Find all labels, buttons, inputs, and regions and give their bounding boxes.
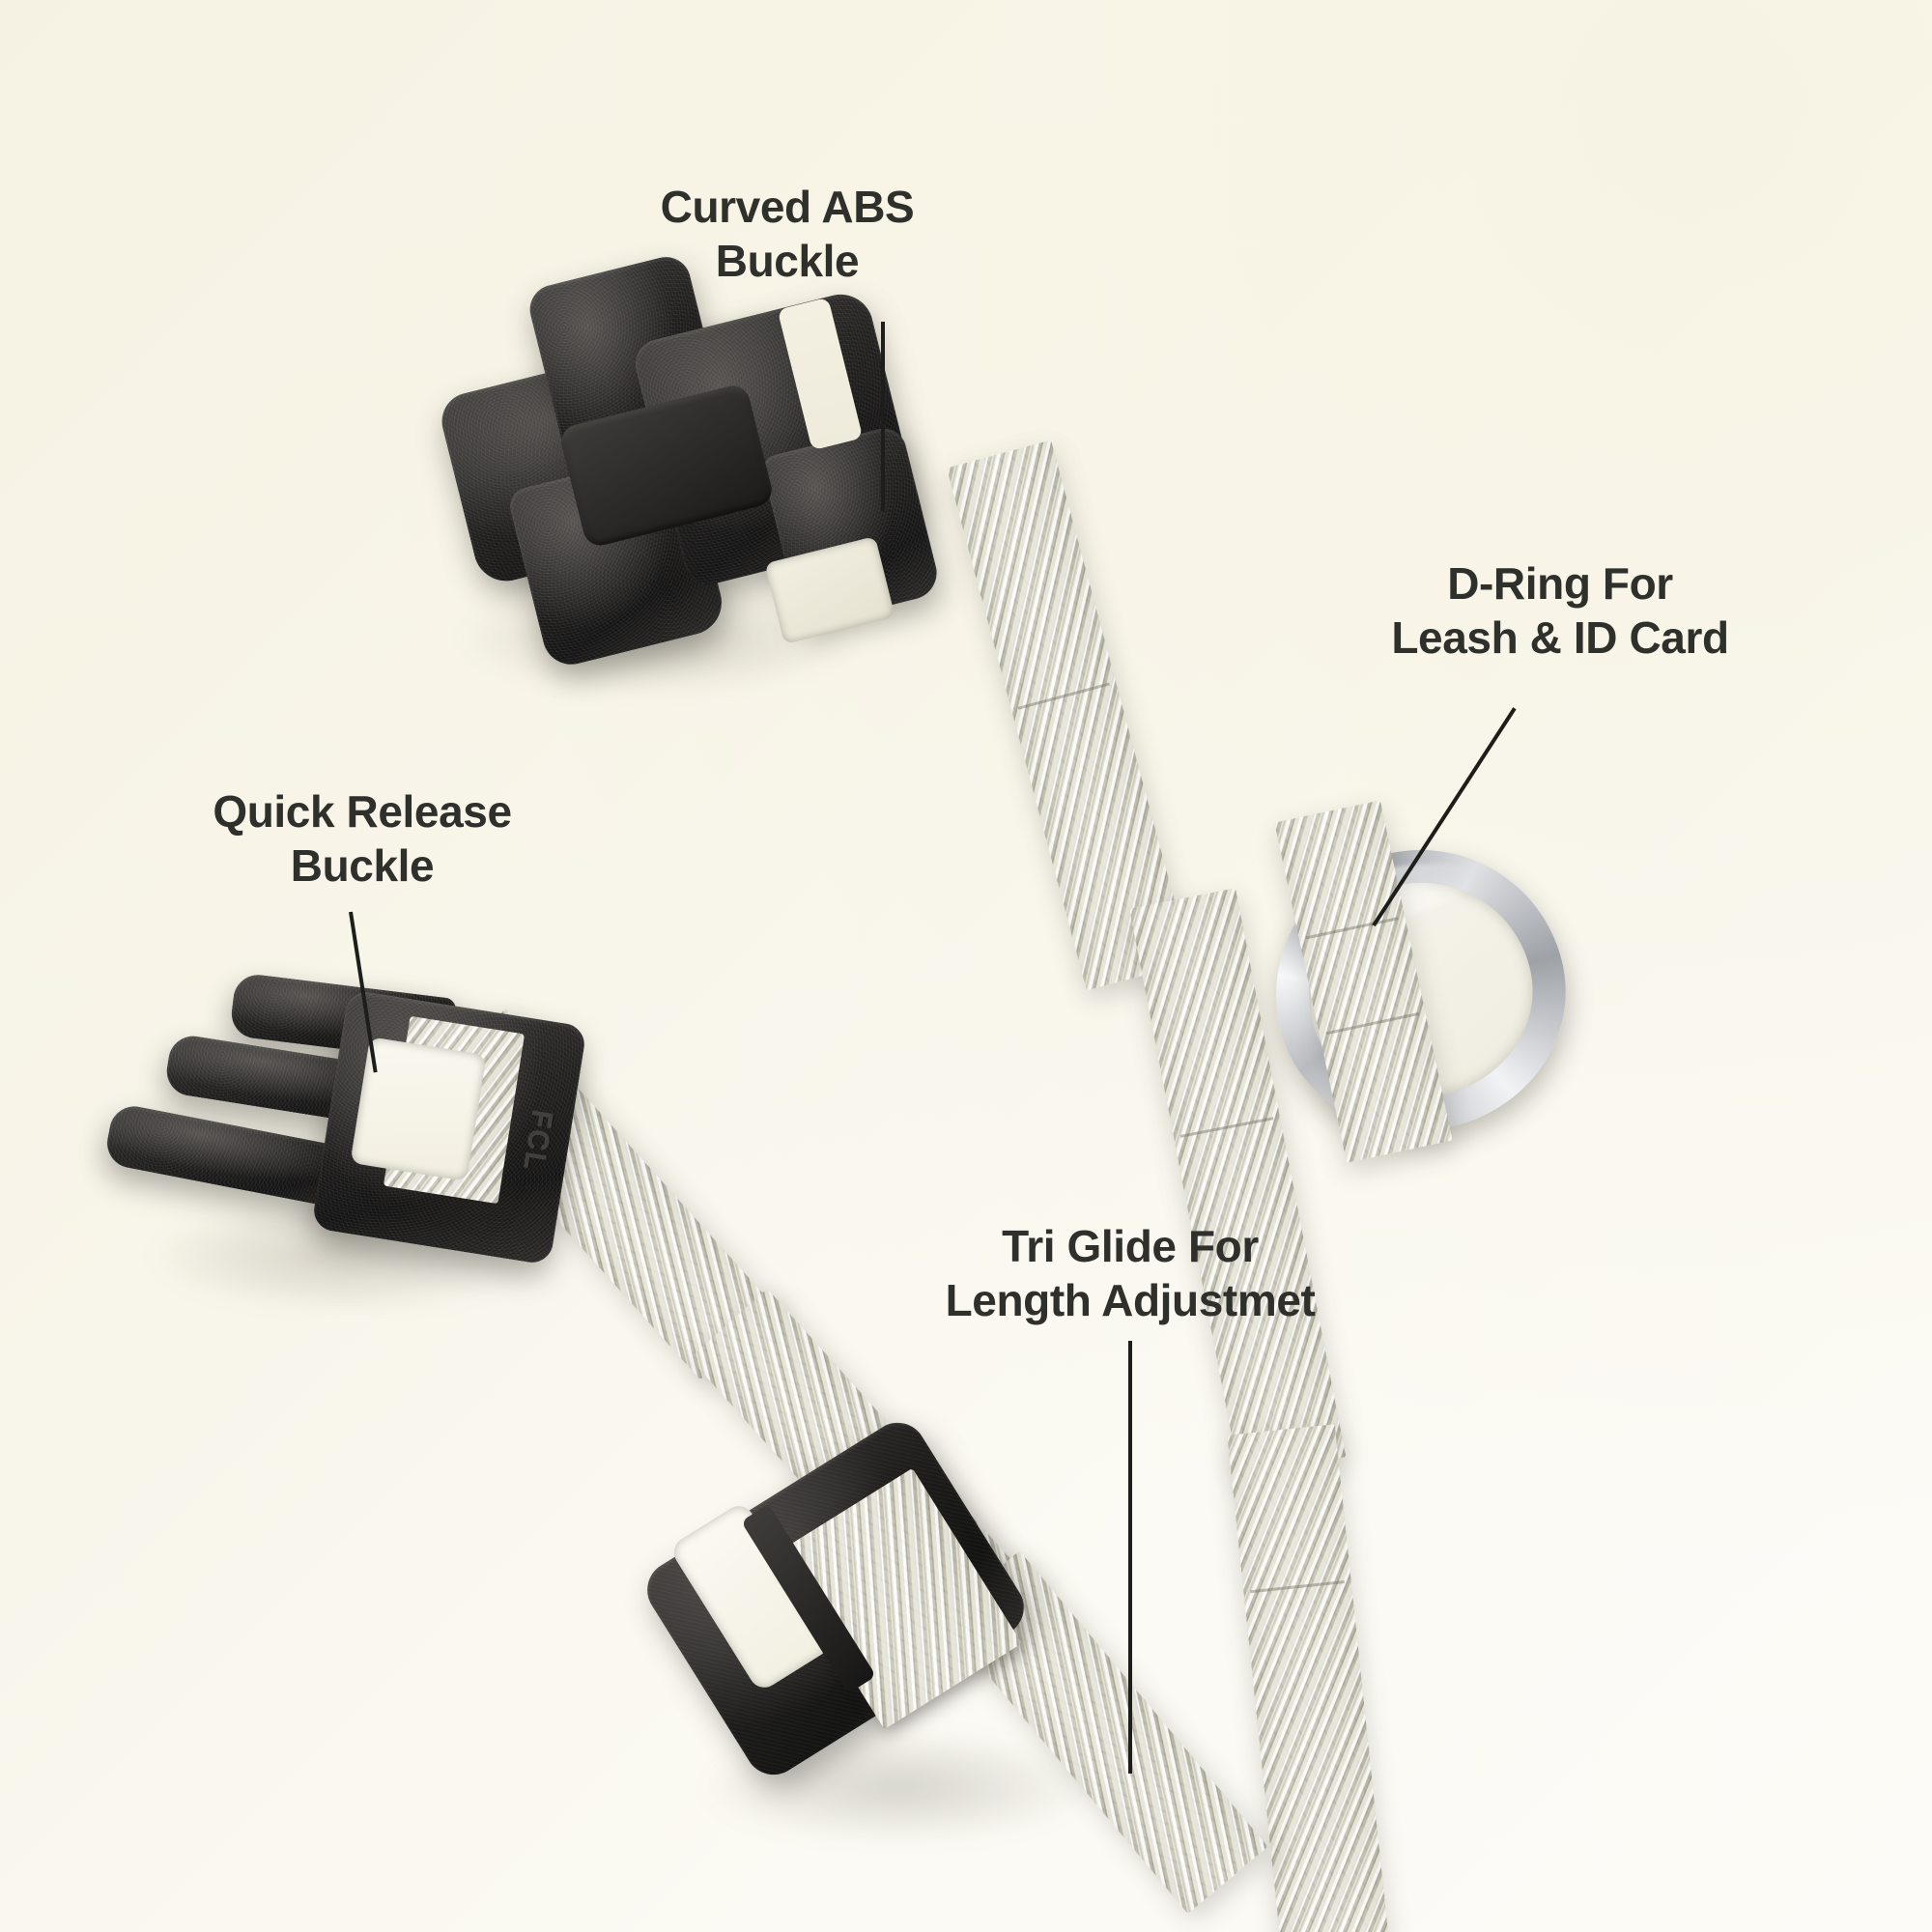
- callout-label-tri-glide: Tri Glide For Length Adjustmet: [945, 1221, 1316, 1326]
- callout-label-curved-abs-buckle: Curved ABS Buckle: [660, 182, 915, 287]
- leader-line-curved-abs-buckle: [881, 322, 885, 511]
- leader-line-tri-glide: [1128, 1341, 1132, 1774]
- quick-release-buckle[interactable]: FCL: [102, 972, 609, 1294]
- callout-label-d-ring: D-Ring For Leash & ID Card: [1391, 558, 1729, 664]
- tri-glide-slider[interactable]: [636, 1391, 1082, 1797]
- callout-label-quick-release-buckle: Quick Release Buckle: [213, 786, 512, 892]
